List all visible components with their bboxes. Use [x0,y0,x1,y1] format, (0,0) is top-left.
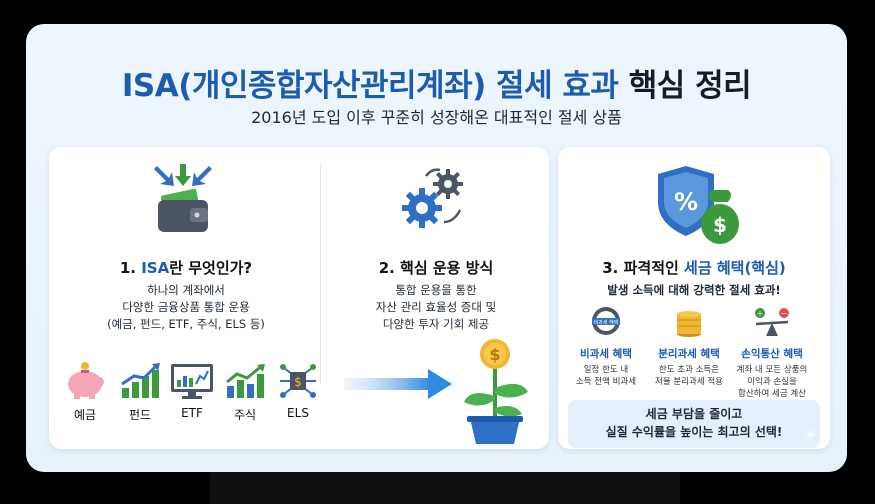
circuit-dollar-icon: $ [280,364,316,398]
piggy-bank-icon [68,362,104,399]
asset-fund: 펀드 [114,362,166,423]
wallet-icon [154,164,212,232]
badge-icon: 비과세 혜택 [592,307,620,335]
section1-description: 하나의 계좌에서 다양한 금융상품 통합 운용 (예금, 펀드, ETF, 주식… [107,283,265,331]
stock-chart-icon [226,363,265,398]
asset-deposit: 예금 [59,362,111,423]
benefit-tax-free: 비과세 혜택 비과세 혜택 일정 한도 내 소득 전액 비과세 [565,306,647,388]
page-subtitle: 2016년 도입 이후 꾸준히 성장해온 대표적인 절세 상품 [251,108,622,127]
summary-callout: 세금 부담을 줄이고 실질 수익률을 높이는 최고의 선택! [568,400,820,448]
section2-description: 통합 운용을 통한 자산 관리 효율성 증대 및 다양한 투자 기회 제공 [375,283,497,331]
svg-text:$: $ [294,375,302,389]
section2-heading: 2. 핵심 운용 방식 [378,259,494,277]
svg-text:$: $ [713,213,727,237]
infographic-card: ISA(개인종합자산관리계좌) 절세 효과 핵심 정리 2016년 도입 이후 … [26,24,847,472]
bar-chart-icon [121,362,160,398]
asset-etf: ETF [166,362,218,420]
svg-text:+: + [757,309,764,318]
scale-icon: + − [755,308,789,336]
svg-text:−: − [781,309,788,318]
panel-divider [320,164,321,384]
asset-stock: 주식 [219,362,271,423]
shield-percent-icon: % $ [658,166,739,244]
svg-text:$: $ [489,345,500,364]
coins-icon [677,311,701,337]
benefit-separate-tax: 분리과세 혜택 한도 초과 소득은 저율 분리과세 적용 [648,306,730,388]
sparkle-icon: ✦ [803,425,819,446]
left-panel [49,147,549,449]
section3-description: 발생 소득에 대해 강력한 절세 효과! [607,283,781,297]
money-plant-icon: $ [464,339,528,444]
svg-text:%: % [674,188,698,216]
title-emphasis: 핵심 정리 [628,68,752,104]
section3-heading: 3. 파격적인 세금 혜택(핵심) [602,259,786,277]
page-title: ISA(개인종합자산관리계좌) 절세 효과 핵심 정리 [26,60,847,105]
gears-icon [402,168,463,228]
benefit-loss-offset: + − 손익통산 혜택 계좌 내 모든 상품의 이익과 손실을 합산하여 세금 … [731,306,813,400]
asset-els: $ ELS [272,362,324,420]
svg-text:비과세 혜택: 비과세 혜택 [594,319,619,326]
monitor-chart-icon [171,364,213,399]
arrow-right-icon [344,369,452,399]
section1-heading: 1. ISA란 무엇인가? [119,259,253,277]
title-main: ISA(개인종합자산관리계좌) 절세 효과 [121,68,619,104]
